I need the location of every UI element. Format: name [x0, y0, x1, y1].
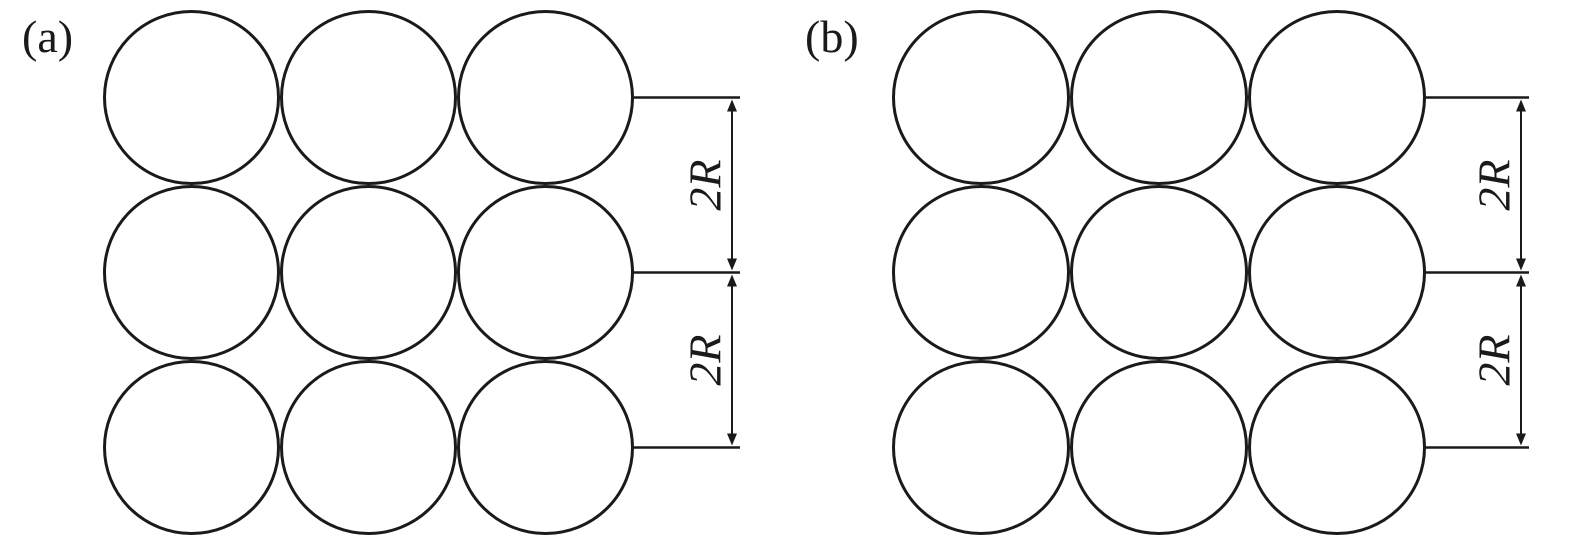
sphere	[1070, 10, 1248, 185]
sphere	[1248, 360, 1426, 535]
sphere	[280, 360, 457, 535]
dimension-label: 2R	[680, 334, 731, 385]
dimension-label: 2R	[1469, 334, 1520, 385]
sphere	[103, 10, 280, 185]
panel-a-balls	[103, 10, 634, 535]
sphere	[1248, 185, 1426, 360]
arrowhead-up	[727, 99, 737, 112]
arrowhead-down	[1516, 258, 1526, 271]
panel-a-label: (a)	[22, 11, 73, 62]
sphere	[892, 185, 1070, 360]
arrowhead-down	[1516, 433, 1526, 446]
dimension-label: 2R	[680, 159, 731, 210]
arrowhead-down	[727, 433, 737, 446]
sphere	[457, 10, 634, 185]
panel-b-label: (b)	[805, 11, 859, 62]
sphere	[1248, 10, 1426, 185]
arrowhead-up	[727, 274, 737, 287]
arrowhead-up	[1516, 99, 1526, 112]
arrowhead-up	[1516, 274, 1526, 287]
arrowhead-down	[727, 258, 737, 271]
sphere	[103, 185, 280, 360]
panel-a-dimensions: 2R 2R	[632, 96, 740, 449]
sphere	[1070, 185, 1248, 360]
sphere	[280, 10, 457, 185]
panel-a: (a) 2R 2R	[22, 10, 740, 535]
sphere	[280, 185, 457, 360]
panel-b: (b) 2R 2R	[805, 10, 1529, 535]
sphere	[892, 10, 1070, 185]
sphere	[1070, 360, 1248, 535]
sphere	[892, 360, 1070, 535]
sphere	[103, 360, 280, 535]
panel-b-dimensions: 2R 2R	[1424, 96, 1529, 449]
panel-b-balls	[892, 10, 1426, 535]
sphere	[457, 360, 634, 535]
sphere	[457, 185, 634, 360]
dimension-label: 2R	[1469, 159, 1520, 210]
